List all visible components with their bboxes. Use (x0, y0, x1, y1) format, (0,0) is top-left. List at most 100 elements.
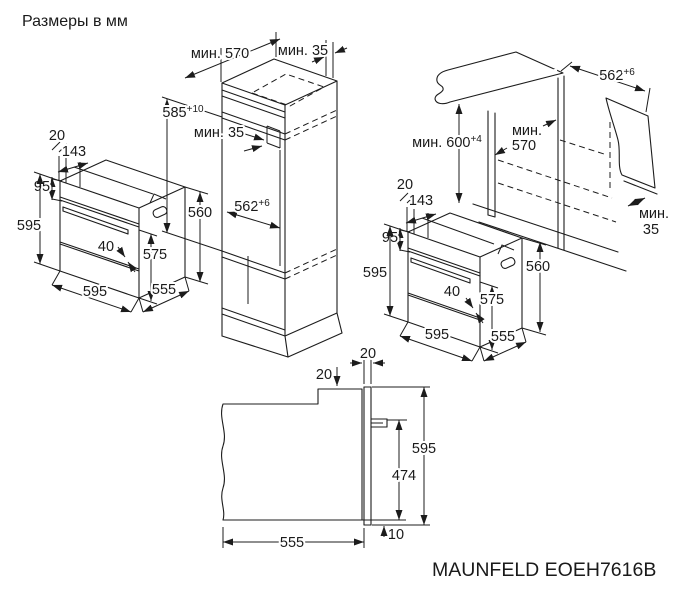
dimension-tick (406, 194, 416, 204)
dim-panel-depth: 143 (62, 144, 86, 160)
dim-depth: 555 (280, 535, 304, 551)
dim-worktop-height: мин. 600+4 (412, 134, 482, 151)
dimension-line (483, 341, 527, 362)
dimension-line (399, 335, 473, 362)
dim-panel-height: 95 (34, 179, 50, 195)
door-gap-line (59, 243, 140, 272)
side-panel-foot (487, 214, 496, 218)
leader-arrow (542, 119, 557, 128)
control-panel-line (407, 247, 481, 274)
dimension-line (569, 65, 646, 92)
dim-top-inset: 20 (397, 177, 413, 193)
extension-line (138, 297, 158, 305)
extension-line (521, 327, 527, 343)
niche-floor-line (221, 256, 286, 280)
worktop-front-lip (449, 68, 558, 99)
hidden-edge-dashed (497, 159, 613, 199)
left-oven-dimensions: 20 143 95 595 40 575 595 555 560 (15, 126, 214, 313)
vent-slot (500, 257, 516, 269)
control-panel-line (59, 196, 140, 225)
control-panel-line (407, 250, 481, 277)
extension-line (645, 87, 651, 113)
extension-line (479, 346, 485, 362)
dim-min-top-depth: мин. 570 (191, 46, 249, 62)
oven-handle (410, 261, 471, 284)
dim-handle-gap: 40 (98, 239, 114, 255)
dim-niche-height: 585+10 (162, 104, 204, 121)
extension-line (521, 237, 547, 246)
dimension-tick (58, 143, 68, 153)
leader-arrow (127, 261, 137, 273)
dim-value: мин. 600 (412, 135, 470, 151)
dim-door-height: 575 (143, 247, 167, 263)
dim-min-depth-line1: мин. (512, 123, 542, 139)
extension-line (560, 61, 573, 72)
dimension-line (627, 197, 646, 207)
dim-value: 585 (162, 105, 186, 121)
leader-arrow (311, 56, 325, 65)
door-gap-line (407, 292, 481, 319)
extension-line (383, 313, 409, 323)
oven-body-section (221, 388, 363, 521)
hidden-edge-dashed (559, 139, 605, 155)
dim-body-height: 560 (188, 205, 212, 221)
control-panel-line (59, 199, 140, 228)
dimension-tick (399, 192, 409, 202)
extension-line (383, 223, 409, 233)
leader-arrow (334, 45, 348, 54)
cabinet-top-panel-line (221, 89, 286, 113)
plinth-side-bottom-edge (287, 332, 343, 358)
cabinet-bottom-shelf-line (221, 307, 286, 331)
plinth-back-edge (336, 312, 343, 334)
base-cabinet-dimensions: 562+6 мин. 600+4 мин. 570 мин. 35 (410, 61, 671, 240)
leader-arrow (116, 246, 126, 258)
dimension-line (184, 38, 281, 79)
dim-value: 562 (599, 68, 623, 84)
oven-outline (59, 159, 186, 299)
page-title: Размеры в мм (22, 13, 128, 30)
dim-min-vent-gap: мин. 35 (194, 125, 244, 141)
niche-ceiling-line (221, 117, 286, 141)
dim-depth: 555 (491, 329, 515, 345)
leader-arrow (494, 146, 508, 156)
hidden-shelf-edge-dashed (284, 254, 338, 280)
dimension-line (226, 211, 281, 229)
cabinet-top-hidden-outline (250, 73, 326, 107)
extension-line (138, 297, 144, 313)
dim-width: 595 (83, 284, 107, 300)
dim-body-height: 560 (526, 259, 550, 275)
dim-depth: 555 (152, 282, 176, 298)
plinth-bottom-edge (221, 335, 289, 358)
dim-value: 562 (234, 199, 258, 215)
dim-rear-gap-line1: мин. (639, 206, 669, 222)
plinth-front-corner-edge (284, 335, 289, 358)
dim-handle-to-bottom: 474 (392, 468, 416, 484)
extension-line (51, 198, 63, 202)
door-gap-line (407, 294, 481, 321)
extension-line (33, 171, 61, 182)
extension-line (184, 276, 190, 292)
extension-line (51, 270, 61, 286)
dimension-line (405, 213, 437, 224)
dim-door-height: 575 (480, 292, 504, 308)
extension-line (161, 96, 223, 118)
adjacent-wall-panel (605, 97, 656, 189)
vent-duct-edge (266, 142, 281, 149)
dim-niche-depth: 562+6 (234, 198, 270, 215)
hidden-edge-dashed (497, 182, 617, 223)
extension-line (399, 249, 411, 253)
extension-line (184, 186, 209, 195)
leader-arrow (243, 145, 263, 153)
niche-ceiling-line (221, 111, 286, 135)
vent-duct-edge (266, 125, 281, 132)
extension-line (130, 297, 140, 313)
model-label: MAUNFELD EOEH7616B (432, 559, 656, 581)
oven-rear-notch (149, 193, 167, 204)
right-oven-dimensions: 20 143 95 595 40 575 560 595 555 (361, 175, 552, 362)
side-view-dimensions: 20 20 595 474 10 555 (222, 344, 438, 553)
base-cabinet (434, 51, 658, 272)
dim-tolerance: +10 (187, 104, 204, 115)
dim-top-inset: 20 (49, 128, 65, 144)
oven-handle (62, 210, 129, 235)
